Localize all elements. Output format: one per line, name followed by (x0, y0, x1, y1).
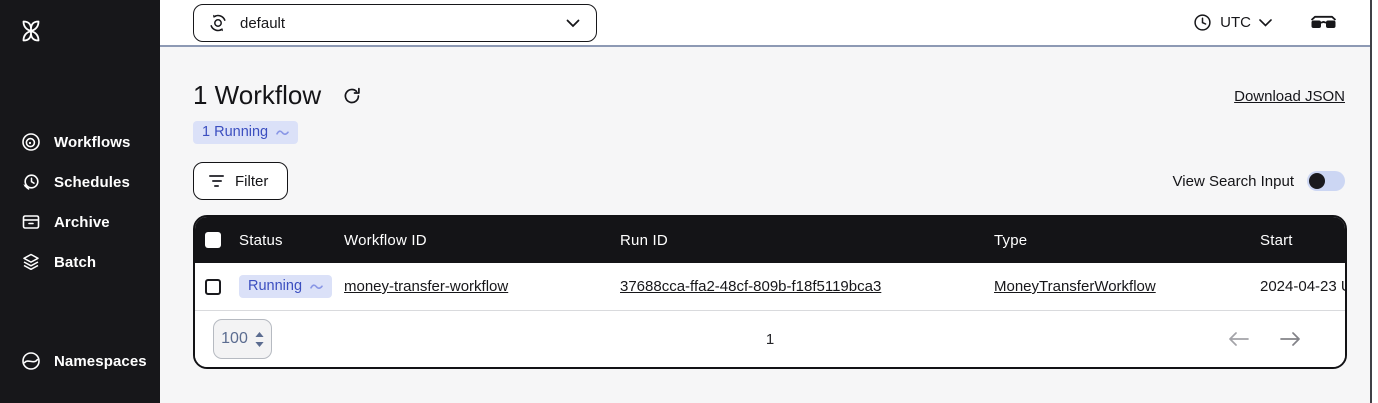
temporal-logo-icon[interactable] (16, 16, 46, 46)
sidebar-item-archive[interactable]: Archive (0, 202, 160, 242)
pagination-arrows (1228, 332, 1327, 346)
start-time-cell: 2024-04-23 U (1260, 278, 1345, 295)
column-header-type: Type (994, 231, 1028, 249)
page-header: 1 Workflow (193, 80, 362, 111)
namespace-selector-value: default (240, 14, 286, 32)
namespace-selector[interactable]: default (193, 4, 597, 42)
page-title: 1 Workflow (193, 80, 322, 110)
run-id-link[interactable]: 37688cca-ffa2-48cf-809b-f18f5119bca3 (620, 278, 882, 295)
select-all-checkbox[interactable] (205, 232, 221, 248)
current-page-indicator: 1 (765, 330, 775, 348)
sidebar-item-batch[interactable]: Batch (0, 242, 160, 282)
timezone-selector[interactable]: UTC (1193, 0, 1272, 45)
view-search-input-control: View Search Input (1173, 171, 1345, 191)
column-header-workflow-id: Workflow ID (344, 231, 427, 249)
sidebar-item-label: Namespaces (54, 352, 147, 370)
status-label: Running (248, 278, 303, 294)
sidebar-item-label: Schedules (54, 173, 130, 191)
sidebar-item-label: Workflows (54, 133, 131, 151)
next-page-arrow-icon[interactable] (1280, 332, 1301, 346)
labs-mode-button[interactable] (1310, 0, 1337, 45)
page-size-value: 100 (221, 330, 248, 347)
workflows-table: Status Workflow ID Run ID Type Start Run… (193, 215, 1347, 369)
download-json-link[interactable]: Download JSON (1234, 88, 1345, 105)
chevron-down-icon (1259, 18, 1272, 27)
running-count-badge: 1 Running (193, 121, 299, 144)
column-header-run-id: Run ID (620, 231, 668, 249)
sidebar-item-schedules[interactable]: Schedules (0, 162, 160, 202)
running-count-label: 1 Running (202, 124, 269, 140)
up-down-stepper-icon (255, 331, 264, 347)
filter-button[interactable]: Filter (193, 162, 289, 200)
status-badge: Running (239, 275, 333, 298)
sidebar-item-workflows[interactable]: Workflows (0, 122, 160, 162)
view-search-input-label: View Search Input (1172, 172, 1294, 190)
filter-lines-icon (209, 175, 224, 187)
namespace-orbit-icon (210, 14, 226, 32)
table-header-row: Status Workflow ID Run ID Type Start (195, 217, 1345, 263)
pulse-wave-icon (276, 129, 289, 135)
toggle-knob (1309, 173, 1325, 189)
namespaces-icon (22, 352, 40, 370)
batch-icon (23, 253, 39, 271)
previous-page-arrow-icon[interactable] (1228, 332, 1249, 346)
workflow-id-link[interactable]: money-transfer-workflow (344, 278, 509, 295)
column-header-status: Status (239, 231, 283, 249)
pulse-wave-icon (310, 283, 323, 289)
sidebar-bottom-nav: Namespaces (0, 341, 160, 381)
main-viewport: default UTC (160, 0, 1370, 403)
chevron-down-icon (566, 19, 580, 27)
refresh-icon[interactable] (342, 86, 362, 106)
row-checkbox[interactable] (205, 278, 221, 295)
sidebar: Workflows Schedules Archive (0, 0, 160, 403)
topbar: default UTC (160, 0, 1370, 47)
page-size-select[interactable]: 100 (213, 319, 272, 359)
table-row[interactable]: Running money-transfer-workflow 37688cca… (195, 263, 1345, 311)
sidebar-nav: Workflows Schedules Archive (0, 122, 160, 282)
column-header-start: Start (1260, 231, 1293, 249)
viewport-right-edge (1370, 0, 1378, 403)
timezone-value: UTC (1220, 14, 1251, 31)
view-search-input-toggle[interactable] (1307, 171, 1345, 191)
page-content: 1 Workflow Download JSON 1 Running Filte… (160, 47, 1370, 403)
workflows-icon (22, 133, 40, 151)
workflow-type-link[interactable]: MoneyTransferWorkflow (994, 278, 1156, 295)
archive-icon (22, 215, 40, 229)
sidebar-item-namespaces[interactable]: Namespaces (0, 341, 160, 381)
glasses-icon (1310, 15, 1337, 28)
table-footer: 100 1 (195, 311, 1345, 367)
clock-icon (1194, 14, 1211, 31)
filter-button-label: Filter (235, 172, 269, 190)
schedules-icon (23, 174, 39, 190)
sidebar-item-label: Batch (54, 253, 97, 271)
sidebar-item-label: Archive (54, 213, 110, 231)
